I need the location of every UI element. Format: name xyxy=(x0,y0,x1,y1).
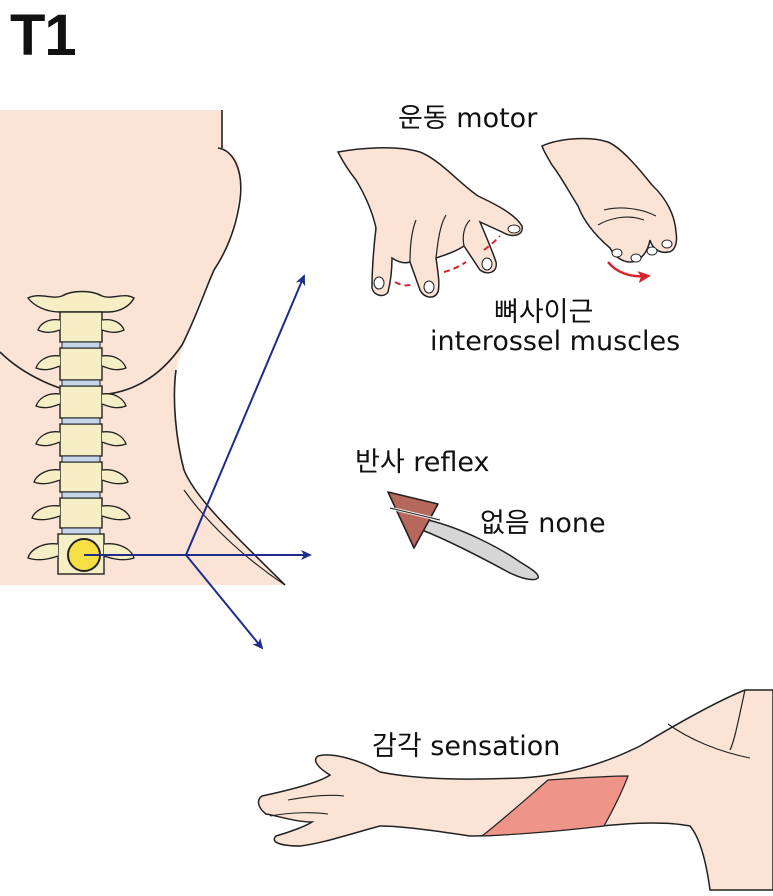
motor-label: 운동 motor xyxy=(398,103,538,134)
reflex-hammer-icon xyxy=(387,491,539,581)
reflex-value: 없음 none xyxy=(480,508,606,539)
reflex-label: 반사 reflex xyxy=(355,447,490,478)
t1-dermatome xyxy=(480,775,629,837)
muscle-label-en: interossel muscles xyxy=(430,326,681,357)
hand-spread-icon xyxy=(336,147,523,298)
arm-icon xyxy=(257,689,773,891)
muscle-label-ko: 뼈사이근 xyxy=(494,297,594,328)
vertebra-stack xyxy=(27,311,135,575)
hand-adduct-icon xyxy=(541,137,678,284)
motion-arrow xyxy=(607,261,651,284)
page-title: T1 xyxy=(10,3,77,68)
sensation-label: 감각 sensation xyxy=(372,731,561,762)
nerve-arrows xyxy=(84,274,312,650)
spine-icon xyxy=(0,110,286,586)
